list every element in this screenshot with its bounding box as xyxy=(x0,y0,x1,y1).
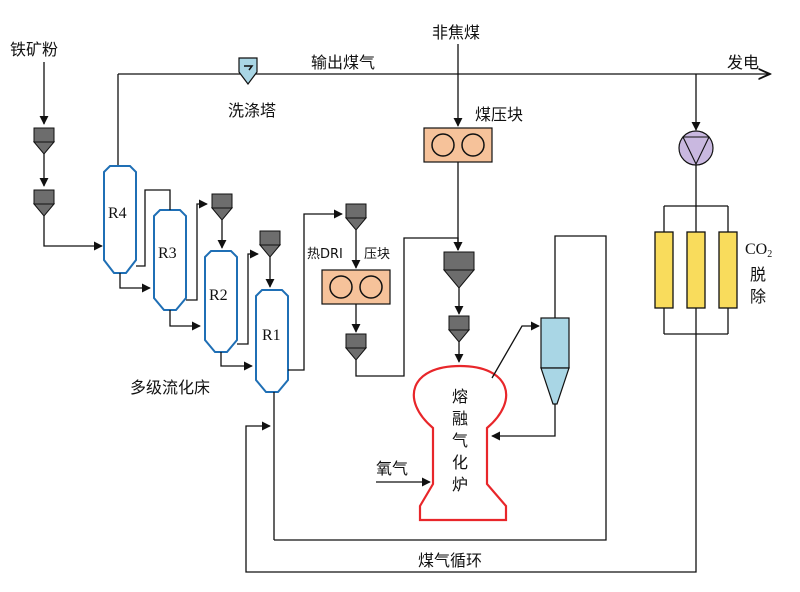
melter-label-4: 化 xyxy=(452,453,468,472)
iron-ore-label: 铁矿粉 xyxy=(10,40,58,59)
melter-label-1: 熔 xyxy=(452,387,468,406)
feed-to-r4 xyxy=(43,216,103,251)
power-label: 发电 xyxy=(727,53,759,72)
melter-feed-hopper xyxy=(442,251,476,289)
reactor-r1 xyxy=(255,289,289,393)
co2-removal-label-2: 除 xyxy=(750,287,766,306)
gas-cycle-label: 煤气循环 xyxy=(418,551,482,570)
co2-column-3 xyxy=(718,231,738,309)
output-gas-label: 输出煤气 xyxy=(311,53,375,72)
reactor-interconnect-lines xyxy=(119,189,520,541)
melter-label-2: 融 xyxy=(452,409,468,428)
dri-hopper xyxy=(345,203,367,231)
cyclone-separator xyxy=(540,317,570,405)
melter-lock-hopper xyxy=(448,315,470,343)
coal-briquette-label: 煤压块 xyxy=(475,105,523,124)
dri-hopper-2 xyxy=(345,333,367,361)
non-coking-coal-label: 非焦煤 xyxy=(432,23,480,42)
compressor-pump xyxy=(678,130,714,166)
cyclone-gas-out-line xyxy=(520,235,607,541)
co2-column-2 xyxy=(686,231,706,309)
reactor-r2 xyxy=(204,250,238,353)
hot-dri-label: 热DRI xyxy=(307,247,343,262)
cyclone-return-line xyxy=(491,404,556,441)
reactor-r4 xyxy=(103,165,137,274)
reactor-r4-label: R4 xyxy=(108,205,127,222)
melter-to-cyclone-line xyxy=(491,321,540,379)
fluidized-bed-label: 多级流化床 xyxy=(130,378,210,397)
iron-ore-hopper-1 xyxy=(33,127,55,155)
co2-removal-label-1: 脱 xyxy=(750,265,766,284)
coal-briquetting-press xyxy=(423,127,493,163)
briquette-label: 压块 xyxy=(364,247,390,262)
iron-ore-hopper-2 xyxy=(33,189,55,217)
dri-briquetting-press xyxy=(321,269,391,305)
reactor-r2-label: R2 xyxy=(209,287,228,304)
output-gas-line xyxy=(117,74,770,170)
reactor-r3 xyxy=(153,209,187,311)
melter-gasifier xyxy=(412,364,508,522)
reactor-r3-label: R3 xyxy=(158,245,177,262)
co2-label: CO2 xyxy=(745,241,772,260)
melter-label-5: 炉 xyxy=(452,475,468,494)
washer-label: 洗涤塔 xyxy=(228,101,276,120)
melter-label-3: 气 xyxy=(452,431,468,450)
gas-cycle-loop xyxy=(245,334,697,573)
reactor-r1-label: R1 xyxy=(262,327,281,344)
co2-column-1 xyxy=(654,231,674,309)
washer-tower xyxy=(238,57,258,85)
oxygen-label: 氧气 xyxy=(376,459,408,478)
